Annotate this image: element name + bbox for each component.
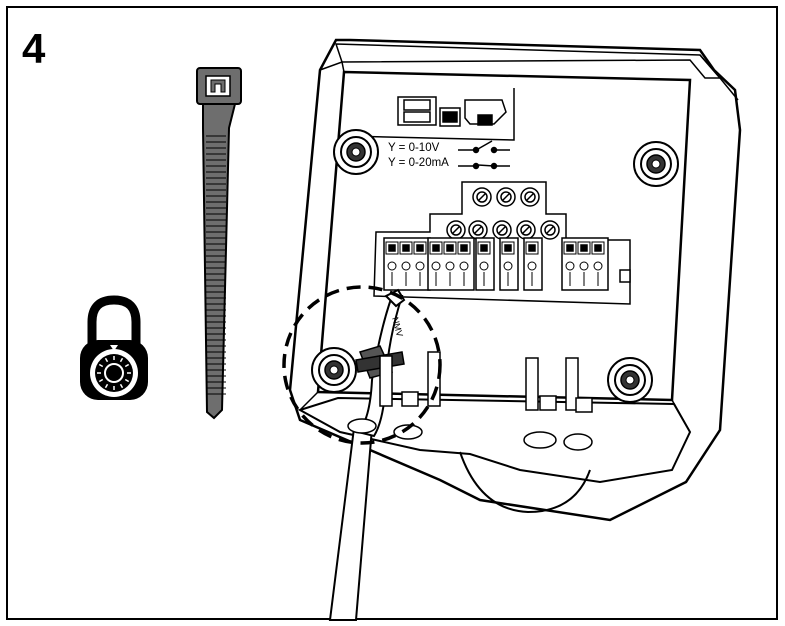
- step-number: 4: [22, 25, 46, 72]
- mounting-screws: [311, 129, 679, 403]
- switch-label-voltage: Y = 0-10V: [388, 142, 440, 154]
- highlight-circle: [282, 285, 442, 445]
- cable-tie-icon: [196, 67, 242, 420]
- strain-relief-posts: [379, 351, 593, 413]
- switch-open-symbol: [458, 140, 510, 154]
- switch-closed-symbol: [458, 162, 510, 170]
- terminal-block: [373, 181, 631, 305]
- cable-entry-holes: [347, 418, 593, 451]
- combination-padlock-icon: [80, 295, 148, 400]
- switch-block: [345, 88, 515, 141]
- switch-label-current: Y = 0-20mA: [388, 157, 449, 169]
